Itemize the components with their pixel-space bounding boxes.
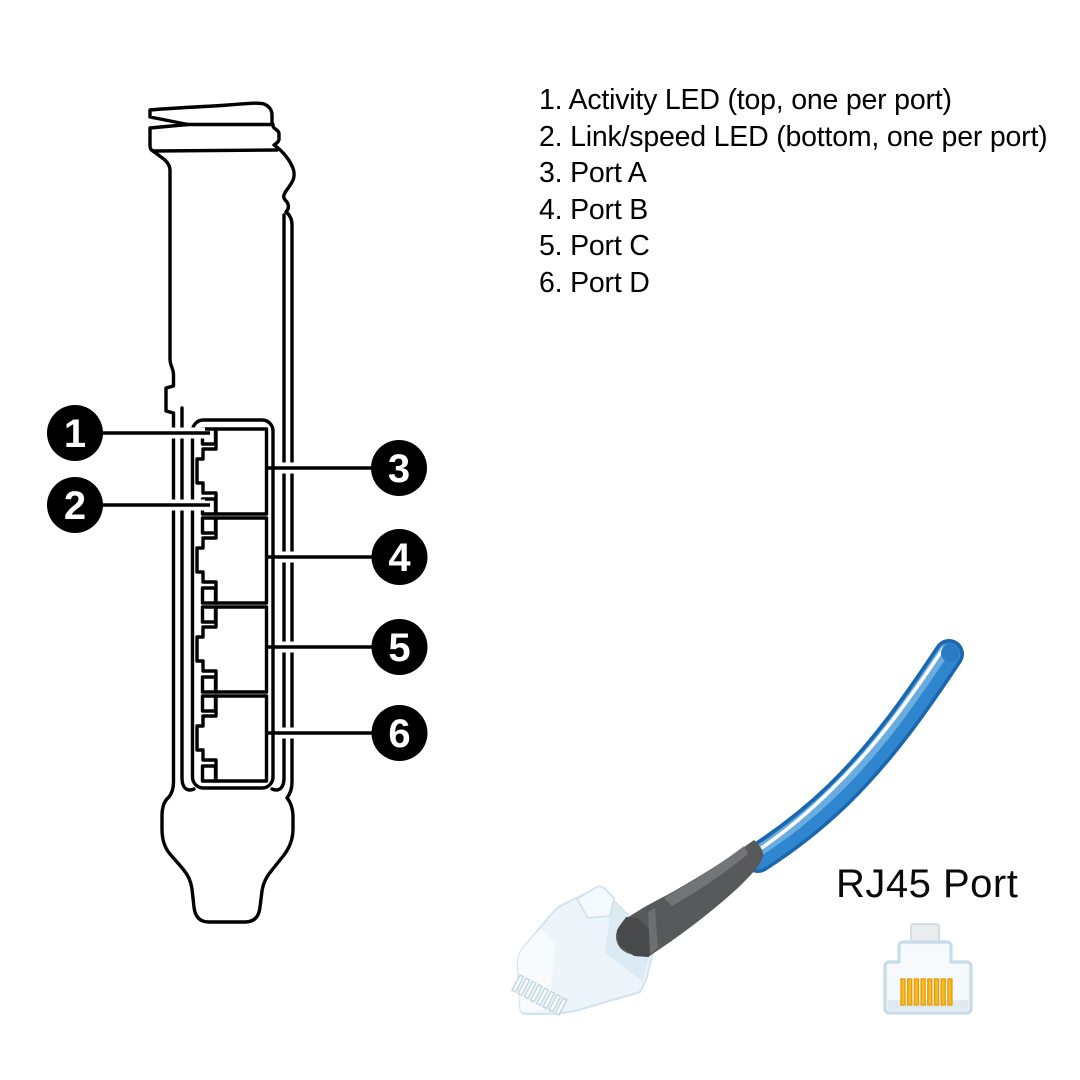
- port-d: [195, 694, 269, 783]
- connector-pin: [523, 980, 537, 1000]
- rj45-port-icon: [883, 923, 973, 1015]
- callout-number-5: 5: [388, 626, 410, 670]
- legend-item-3: 3. Port A: [539, 157, 647, 190]
- icon-pin: [900, 978, 906, 1006]
- port-d-link-led: [200, 764, 218, 783]
- port-block: [190, 418, 275, 790]
- legend-item-5: 5. Port C: [539, 230, 650, 263]
- port-c-link-led: [200, 675, 218, 694]
- boot-top-highlight: [664, 846, 748, 906]
- connector-pins: [510, 973, 568, 1016]
- icon-pin: [933, 978, 940, 1006]
- connector-pin: [548, 993, 562, 1013]
- cable-tip: [941, 644, 959, 662]
- ethernet-cable: [743, 639, 964, 873]
- cable-boot: [616, 840, 764, 957]
- callout-number-4: 4: [388, 536, 411, 580]
- callout-number-3: 3: [388, 447, 410, 491]
- legend-item-4: 4. Port B: [539, 193, 649, 226]
- rj45-connector: [510, 885, 656, 1016]
- icon-pin: [947, 978, 953, 1006]
- connector-pin: [554, 996, 568, 1016]
- icon-pin: [913, 978, 920, 1006]
- icon-pins: [900, 978, 953, 1006]
- connector-pin: [541, 990, 556, 1010]
- legend-item-2: 2. Link/speed LED (bottom, one per port): [539, 120, 1048, 153]
- callout-circle-1: [47, 405, 103, 461]
- bracket-fold-left: [180, 406, 196, 792]
- callout-lines: [102, 427, 372, 739]
- callout-circle-2: [47, 477, 103, 533]
- icon-pin: [940, 978, 946, 1006]
- bracket-fold-right: [270, 213, 286, 792]
- callout-circle-5: [371, 619, 428, 675]
- port-c: [195, 605, 269, 694]
- rj45-port-label: RJ45 Port: [836, 862, 1019, 906]
- callout-number-2: 2: [64, 484, 86, 528]
- connector-pin: [535, 987, 550, 1007]
- port-b-activity-led: [200, 516, 218, 535]
- callout-badges: 1 2 3 4 5 6: [47, 405, 428, 761]
- icon-pin: [907, 978, 913, 1006]
- legend: 1. Activity LED (top, one per port) 2. L…: [539, 82, 1048, 302]
- port-c-activity-led: [200, 605, 218, 624]
- cable-highlight: [758, 647, 945, 851]
- connector-pin: [529, 983, 544, 1003]
- port-a: [195, 427, 269, 516]
- boot-fold-highlight: [648, 908, 658, 954]
- port-b-link-led: [200, 586, 218, 605]
- callout-number-6: 6: [388, 712, 410, 756]
- icon-pin: [927, 978, 933, 1006]
- callout-circle-6: [371, 705, 428, 761]
- callout-circle-4: [371, 529, 428, 585]
- port-d-activity-led: [200, 694, 218, 713]
- callout-circle-3: [371, 440, 427, 496]
- legend-item-1: 1. Activity LED (top, one per port): [539, 84, 952, 116]
- boot-front-face: [617, 917, 653, 957]
- legend-item-6: 6. Port D: [539, 266, 650, 299]
- connector-pin: [510, 973, 525, 993]
- connector-pin: [517, 977, 531, 997]
- connector-clip-tab: [575, 885, 615, 919]
- bracket-band-seam: [151, 148, 279, 153]
- icon-pin: [920, 978, 926, 1006]
- port-b: [195, 516, 269, 605]
- callout-number-1: 1: [64, 412, 86, 456]
